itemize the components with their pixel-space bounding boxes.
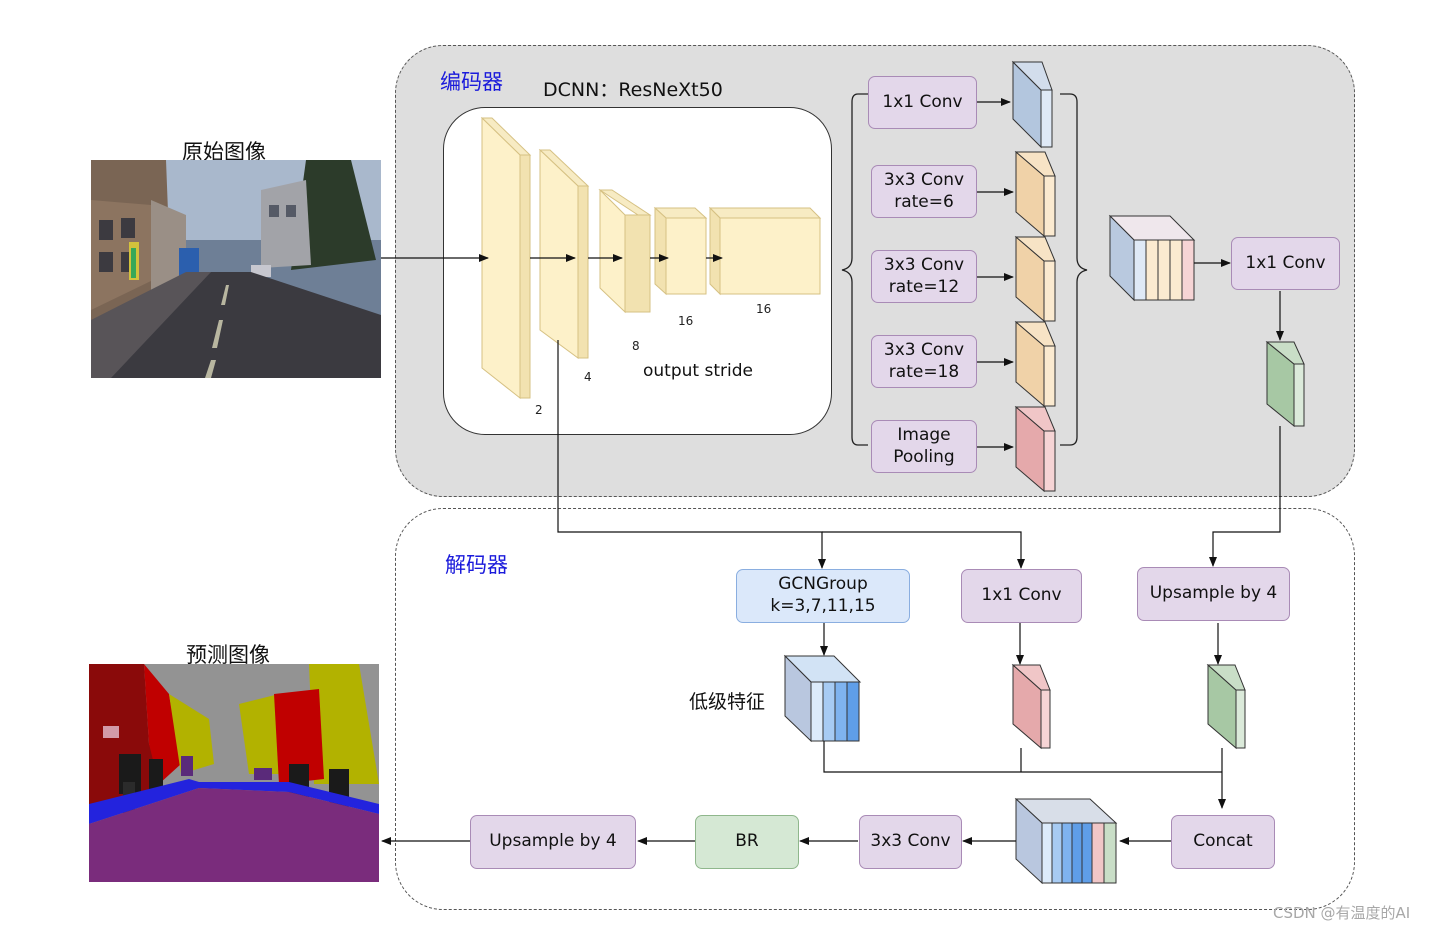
br-label: BR (735, 831, 759, 852)
aspp-rate6-line2: rate=6 (894, 191, 954, 212)
aspp-rate18-line2: rate=18 (888, 361, 960, 382)
output-stride-label: output stride (643, 361, 753, 381)
concat-label: Concat (1193, 831, 1253, 852)
aspp-rate18-line1: 3x3 Conv (883, 339, 965, 360)
aspp-rate6-line1: 3x3 Conv (883, 169, 965, 190)
stride-label-3: 8 (632, 339, 640, 353)
backbone-stage-1 (480, 116, 532, 400)
aspp-feature-1x1 (1011, 60, 1053, 149)
decoder-upsample-out-label: Upsample by 4 (489, 831, 617, 852)
backbone-stage-4 (653, 206, 708, 296)
concat-feature-stack (1014, 797, 1118, 885)
input-street-image (91, 160, 381, 378)
aspp-feature-rate6 (1014, 150, 1056, 238)
stride-label-5: 16 (756, 302, 772, 316)
br-node: BR (695, 815, 799, 869)
decoder-conv3x3-label: 3x3 Conv (870, 831, 951, 852)
decoder-upsample-top-node: Upsample by 4 (1137, 567, 1290, 621)
backbone-stage-3 (598, 188, 652, 314)
encoder-output-feature (1265, 340, 1305, 428)
encoder-merge-conv-label: 1x1 Conv (1245, 252, 1326, 273)
aspp-rate12-line1: 3x3 Conv (883, 254, 965, 275)
aspp-feature-rate18 (1014, 320, 1056, 408)
aspp-rate6-node: 3x3 Conv rate=6 (871, 165, 977, 218)
aspp-pooling-line2: Pooling (893, 446, 955, 467)
gcn-group-node: GCNGroup k=3,7,11,15 (736, 569, 910, 623)
conv1x1-feature (1011, 663, 1051, 750)
aspp-pooling-node: Image Pooling (871, 420, 977, 473)
output-image-label: 预测图像 (186, 643, 270, 667)
gcn-group-line1: GCNGroup (778, 574, 868, 595)
decoder-upsample-top-label: Upsample by 4 (1149, 583, 1278, 604)
backbone-stage-5 (708, 206, 822, 296)
decoder-title: 解码器 (445, 553, 508, 577)
stride-label-1: 2 (535, 403, 543, 417)
concat-node: Concat (1171, 815, 1275, 869)
aspp-pooling-line1: Image (897, 424, 951, 445)
aspp-conv1x1-node: 1x1 Conv (868, 76, 977, 129)
decoder-conv1x1-label: 1x1 Conv (981, 585, 1062, 606)
aspp-feature-rate12 (1014, 235, 1056, 323)
backbone-title: DCNN：ResNeXt50 (543, 79, 723, 101)
aspp-concat-stack (1108, 214, 1196, 302)
aspp-conv1x1-label: 1x1 Conv (882, 91, 963, 112)
encoder-title: 编码器 (440, 70, 503, 94)
decoder-conv3x3-node: 3x3 Conv (859, 815, 962, 869)
stride-label-2: 4 (584, 370, 592, 384)
backbone-stage-2 (538, 148, 590, 359)
aspp-rate12-line2: rate=12 (888, 276, 960, 297)
aspp-rate18-node: 3x3 Conv rate=18 (871, 335, 977, 388)
stride-label-4: 16 (678, 314, 694, 328)
upsample-feature (1206, 663, 1246, 750)
encoder-merge-conv-node: 1x1 Conv (1231, 237, 1340, 290)
gcn-group-line2: k=3,7,11,15 (770, 596, 876, 616)
aspp-rate12-node: 3x3 Conv rate=12 (871, 250, 977, 303)
output-segmentation-image (89, 664, 379, 882)
decoder-conv1x1-node: 1x1 Conv (961, 569, 1082, 623)
aspp-feature-pooling (1014, 405, 1056, 493)
low-level-feature-label: 低级特征 (689, 691, 766, 713)
watermark: CSDN @有温度的AI (1273, 904, 1411, 922)
decoder-upsample-out-node: Upsample by 4 (470, 815, 636, 869)
gcn-feature-stack (783, 654, 862, 743)
